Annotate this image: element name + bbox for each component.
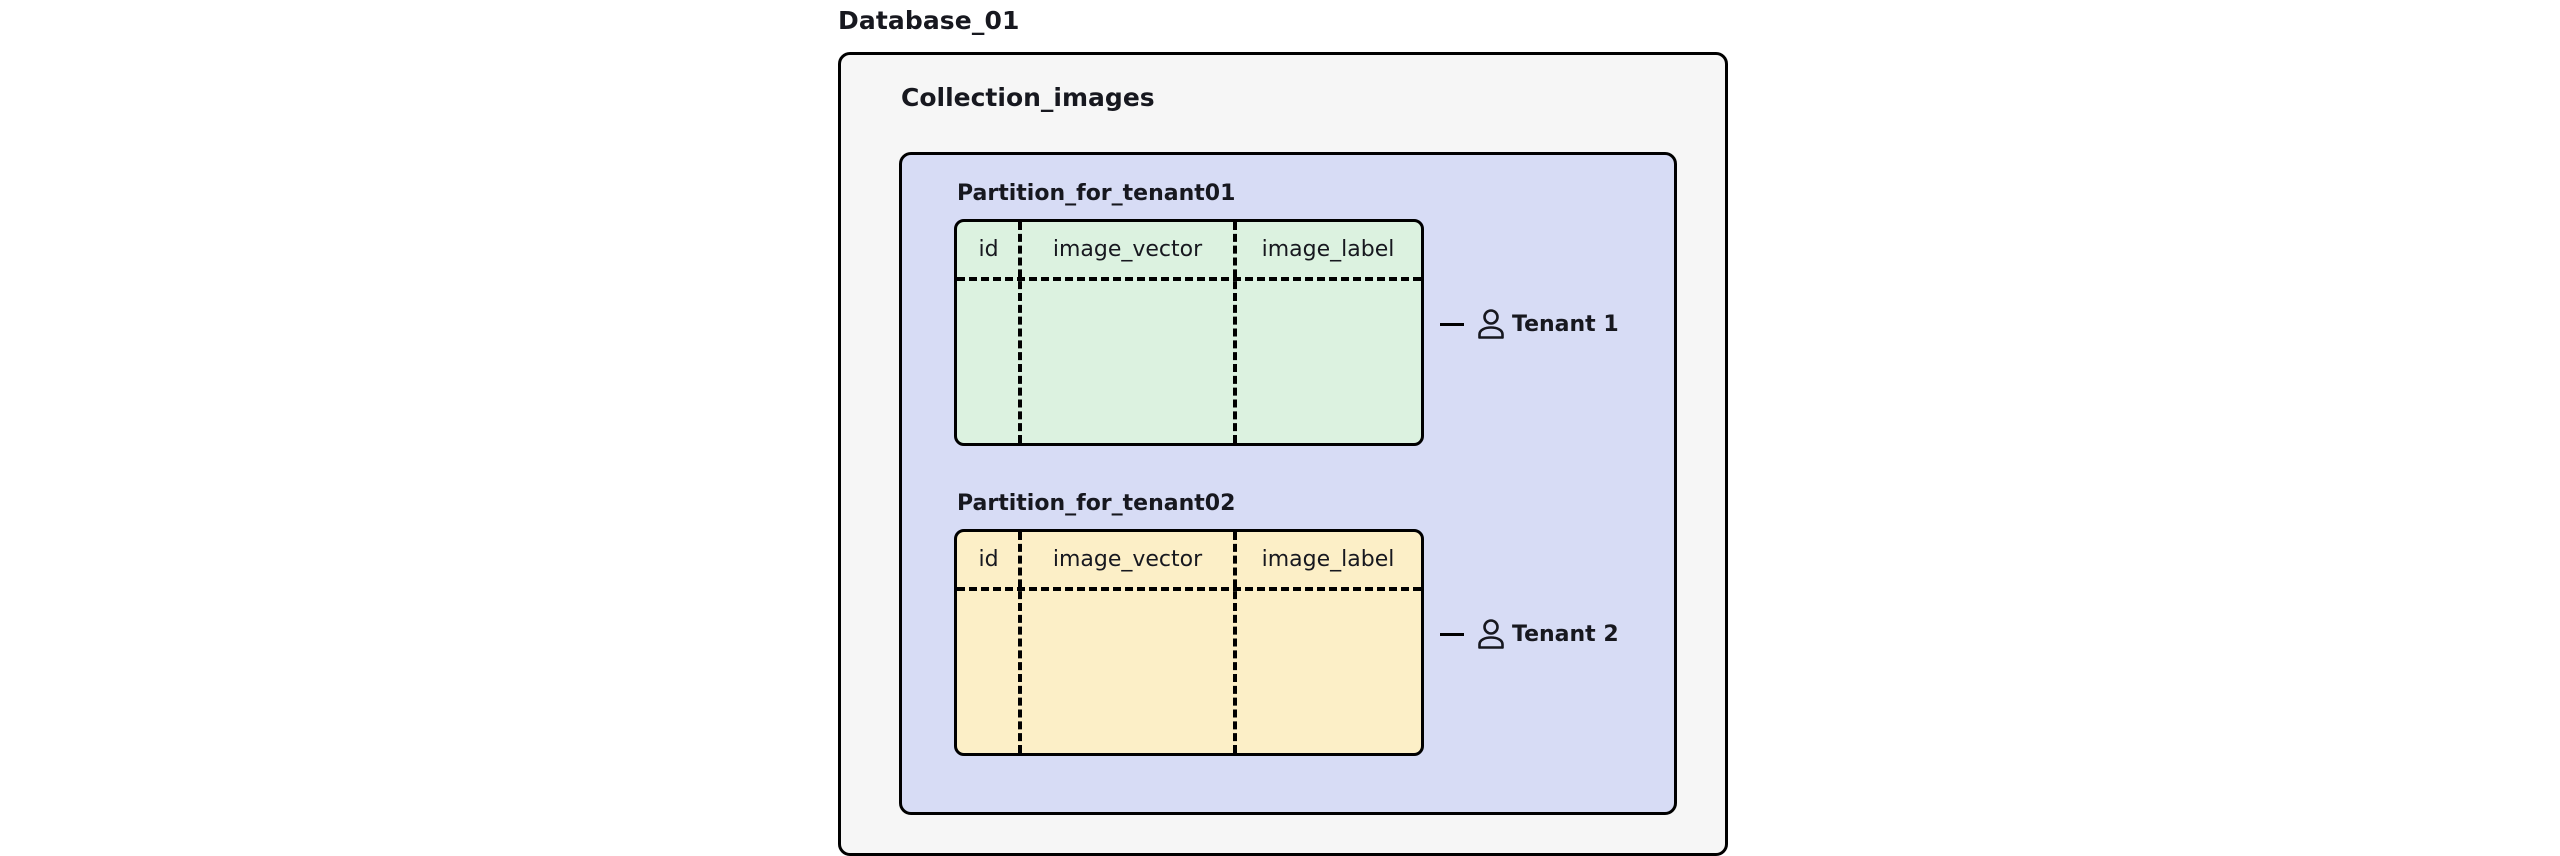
database-label: Database_01: [838, 6, 1020, 35]
table-column-divider-1: [1018, 222, 1022, 443]
table-column-divider-2: [1233, 532, 1237, 753]
column-header-image-label: image_label: [1261, 236, 1395, 262]
column-header-id: id: [978, 236, 999, 262]
table-column-divider-1: [1018, 532, 1022, 753]
tenant-name-tenant02: Tenant 2: [1512, 621, 1619, 647]
connector-line-icon: [1440, 632, 1464, 636]
column-header-image-vector: image_vector: [1052, 236, 1203, 262]
tenant-name-tenant01: Tenant 1: [1512, 311, 1619, 337]
partitions-container: Partition_for_tenant01 id image_vector i…: [899, 152, 1677, 815]
table-header-divider: [957, 277, 1421, 281]
collection-label: Collection_images: [901, 83, 1155, 112]
column-header-image-vector: image_vector: [1052, 546, 1203, 572]
tenant-connector-tenant02: Tenant 2: [1440, 617, 1619, 651]
partition-label-tenant01: Partition_for_tenant01: [957, 181, 1236, 206]
tenant-connector-tenant01: Tenant 1: [1440, 307, 1619, 341]
person-icon: [1478, 309, 1504, 339]
table-partition-tenant01: id image_vector image_label: [954, 219, 1424, 446]
connector-line-icon: [1440, 322, 1464, 326]
person-icon: [1478, 619, 1504, 649]
table-header-divider: [957, 587, 1421, 591]
column-header-id: id: [978, 546, 999, 572]
collection-container: Collection_images Partition_for_tenant01…: [838, 52, 1728, 856]
table-header-row: id image_vector image_label: [957, 222, 1421, 277]
column-header-image-label: image_label: [1261, 546, 1395, 572]
partition-label-tenant02: Partition_for_tenant02: [957, 491, 1236, 516]
table-column-divider-2: [1233, 222, 1237, 443]
table-partition-tenant02: id image_vector image_label: [954, 529, 1424, 756]
table-header-row: id image_vector image_label: [957, 532, 1421, 587]
